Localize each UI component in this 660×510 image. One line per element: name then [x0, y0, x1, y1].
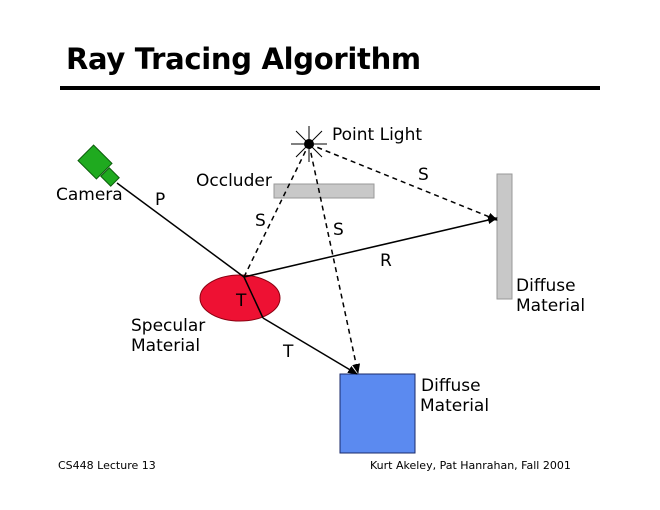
shadow-ray-box	[308, 143, 361, 374]
camera-label: Camera	[56, 185, 123, 205]
occluder-shape	[273, 183, 375, 199]
point-light-icon	[291, 126, 327, 162]
specular-label-line2: Material	[131, 336, 201, 356]
shadow-box-label: S	[333, 220, 344, 240]
diffuse-wall-label-line1: Diffuse	[516, 276, 576, 296]
reflected-ray	[243, 216, 498, 278]
shadow-wall-label: S	[418, 165, 429, 185]
transmitted-inside-label: T	[236, 291, 247, 311]
footer-right: Kurt Akeley, Pat Hanrahan, Fall 2001	[370, 459, 571, 472]
reflected-ray-label: R	[380, 251, 392, 271]
transmitted-ray-inside	[243, 276, 264, 319]
point-light-label: Point Light	[332, 125, 423, 145]
shadow-occluded-label: S	[255, 211, 266, 231]
title-rule	[60, 86, 600, 90]
specular-object-shape	[199, 274, 281, 322]
diffuse-wall-label-line2: Material	[516, 296, 586, 316]
diffuse-box-label-line1: Diffuse	[421, 376, 481, 396]
shadow-ray-wall	[308, 143, 498, 221]
transmitted-ray-out	[262, 317, 358, 375]
shadow-ray-occluded	[243, 143, 310, 278]
specular-label-line1: Specular	[131, 316, 206, 336]
primary-ray-label: P	[155, 190, 166, 210]
slide-title: Ray Tracing Algorithm	[66, 42, 421, 76]
diffuse-box-shape	[339, 373, 416, 454]
occluder-label: Occluder	[196, 171, 272, 191]
primary-ray	[116, 182, 245, 278]
transmitted-out-label: T	[283, 342, 294, 362]
diffuse-box-label-line2: Material	[420, 396, 490, 416]
camera-icon	[77, 144, 120, 187]
footer-left: CS448 Lecture 13	[58, 459, 156, 472]
diffuse-wall-shape	[496, 173, 513, 300]
